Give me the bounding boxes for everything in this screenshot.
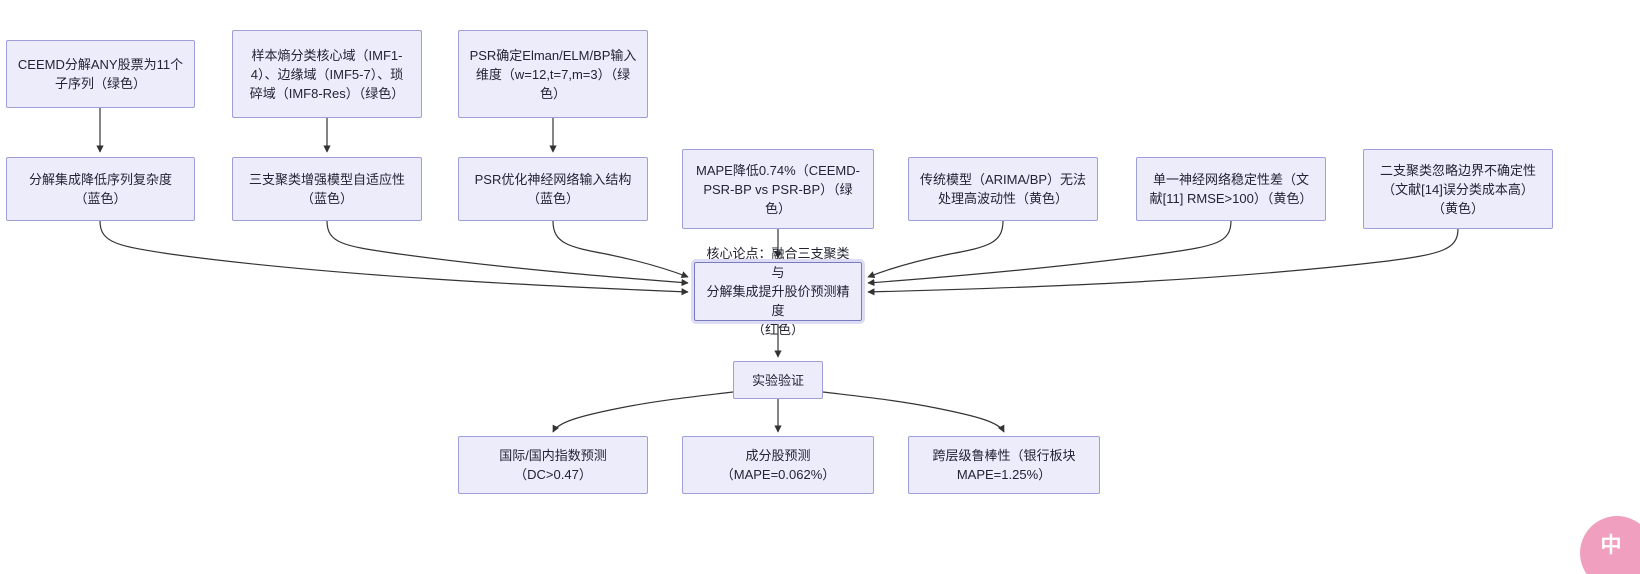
node-premise-sample-entropy[interactable]: 样本熵分类核心域（IMF1- 4）、边缘域（IMF5-7）、琐 碎域（IMF8-…	[232, 30, 422, 118]
node-label-claim-psr-opt: PSR优化神经网络输入结构 （蓝色）	[474, 172, 632, 206]
node-premise-psr[interactable]: PSR确定Elman/ELM/BP输入 维度（w=12,t=7,m=3）（绿 色…	[458, 30, 648, 118]
node-evidence-mape[interactable]: MAPE降低0.74%（CEEMD- PSR-BP vs PSR-BP）（绿 色…	[682, 149, 874, 229]
node-result-robustness[interactable]: 跨层级鲁棒性（银行板块 MAPE=1.25%）	[908, 436, 1100, 494]
node-label-core-claim: 核心论点：融合三支聚类与 分解集成提升股价预测精度 （红色）	[706, 246, 850, 337]
node-result-constituent[interactable]: 成分股预测 （MAPE=0.062%）	[682, 436, 874, 494]
edge-decomposition-to-core	[99, 220, 689, 296]
node-gap-single-nn[interactable]: 单一神经网络稳定性差（文 献[11] RMSE>100）（黄色）	[1136, 157, 1326, 221]
node-label-premise-ceemd: CEEMD分解ANY股票为11个 子序列（绿色）	[17, 57, 184, 91]
node-label-result-constituent: 成分股预测 （MAPE=0.062%）	[720, 448, 836, 482]
node-label-evidence-mape: MAPE降低0.74%（CEEMD- PSR-BP vs PSR-BP）（绿 色…	[696, 162, 860, 216]
node-premise-ceemd[interactable]: CEEMD分解ANY股票为11个 子序列（绿色）	[6, 40, 195, 108]
node-label-result-index: 国际/国内指数预测 （DC>0.47）	[499, 448, 607, 482]
node-result-index[interactable]: 国际/国内指数预测 （DC>0.47）	[458, 436, 648, 494]
node-label-claim-three-way: 三支聚类增强模型自适应性 （蓝色）	[248, 172, 405, 206]
node-label-result-robustness: 跨层级鲁棒性（银行板块 MAPE=1.25%）	[932, 448, 1076, 482]
edge-twoway-to-core	[867, 228, 1459, 296]
edge-threeway-to-core	[326, 220, 689, 287]
node-label-experiment-validation: 实验验证	[751, 372, 804, 388]
node-gap-traditional[interactable]: 传统模型（ARIMA/BP）无法 处理高波动性（黄色）	[908, 157, 1098, 221]
node-label-gap-traditional: 传统模型（ARIMA/BP）无法 处理高波动性（黄色）	[919, 172, 1087, 206]
edge-experiment-to-index	[552, 391, 734, 433]
node-label-premise-sample-entropy: 样本熵分类核心域（IMF1- 4）、边缘域（IMF5-7）、琐 碎域（IMF8-…	[249, 47, 405, 101]
watermark-text: 中	[1600, 533, 1622, 557]
watermark-badge: 中	[1580, 516, 1640, 574]
node-core-claim[interactable]: 核心论点：融合三支聚类与 分解集成提升股价预测精度 （红色）	[691, 246, 865, 337]
node-label-gap-two-way: 二支聚类忽略边界不确定性 （文献[14]误分类成本高） （黄色）	[1379, 162, 1536, 216]
node-claim-decomposition[interactable]: 分解集成降低序列复杂度 （蓝色）	[6, 157, 195, 221]
edge-psropt-to-core	[552, 220, 689, 279]
node-claim-psr-opt[interactable]: PSR优化神经网络输入结构 （蓝色）	[458, 157, 648, 221]
edge-singlenn-to-core	[867, 220, 1232, 287]
edge-experiment-to-robustness	[822, 391, 1005, 433]
node-label-claim-decomposition: 分解集成降低序列复杂度 （蓝色）	[28, 172, 172, 206]
node-gap-two-way[interactable]: 二支聚类忽略边界不确定性 （文献[14]误分类成本高） （黄色）	[1363, 149, 1553, 229]
node-label-gap-single-nn: 单一神经网络稳定性差（文 献[11] RMSE>100）（黄色）	[1149, 172, 1313, 206]
node-experiment-validation[interactable]: 实验验证	[733, 361, 823, 399]
node-label-premise-psr: PSR确定Elman/ELM/BP输入 维度（w=12,t=7,m=3）（绿 色…	[469, 47, 637, 101]
edge-traditional-to-core	[867, 220, 1004, 279]
node-claim-three-way[interactable]: 三支聚类增强模型自适应性 （蓝色）	[232, 157, 422, 221]
